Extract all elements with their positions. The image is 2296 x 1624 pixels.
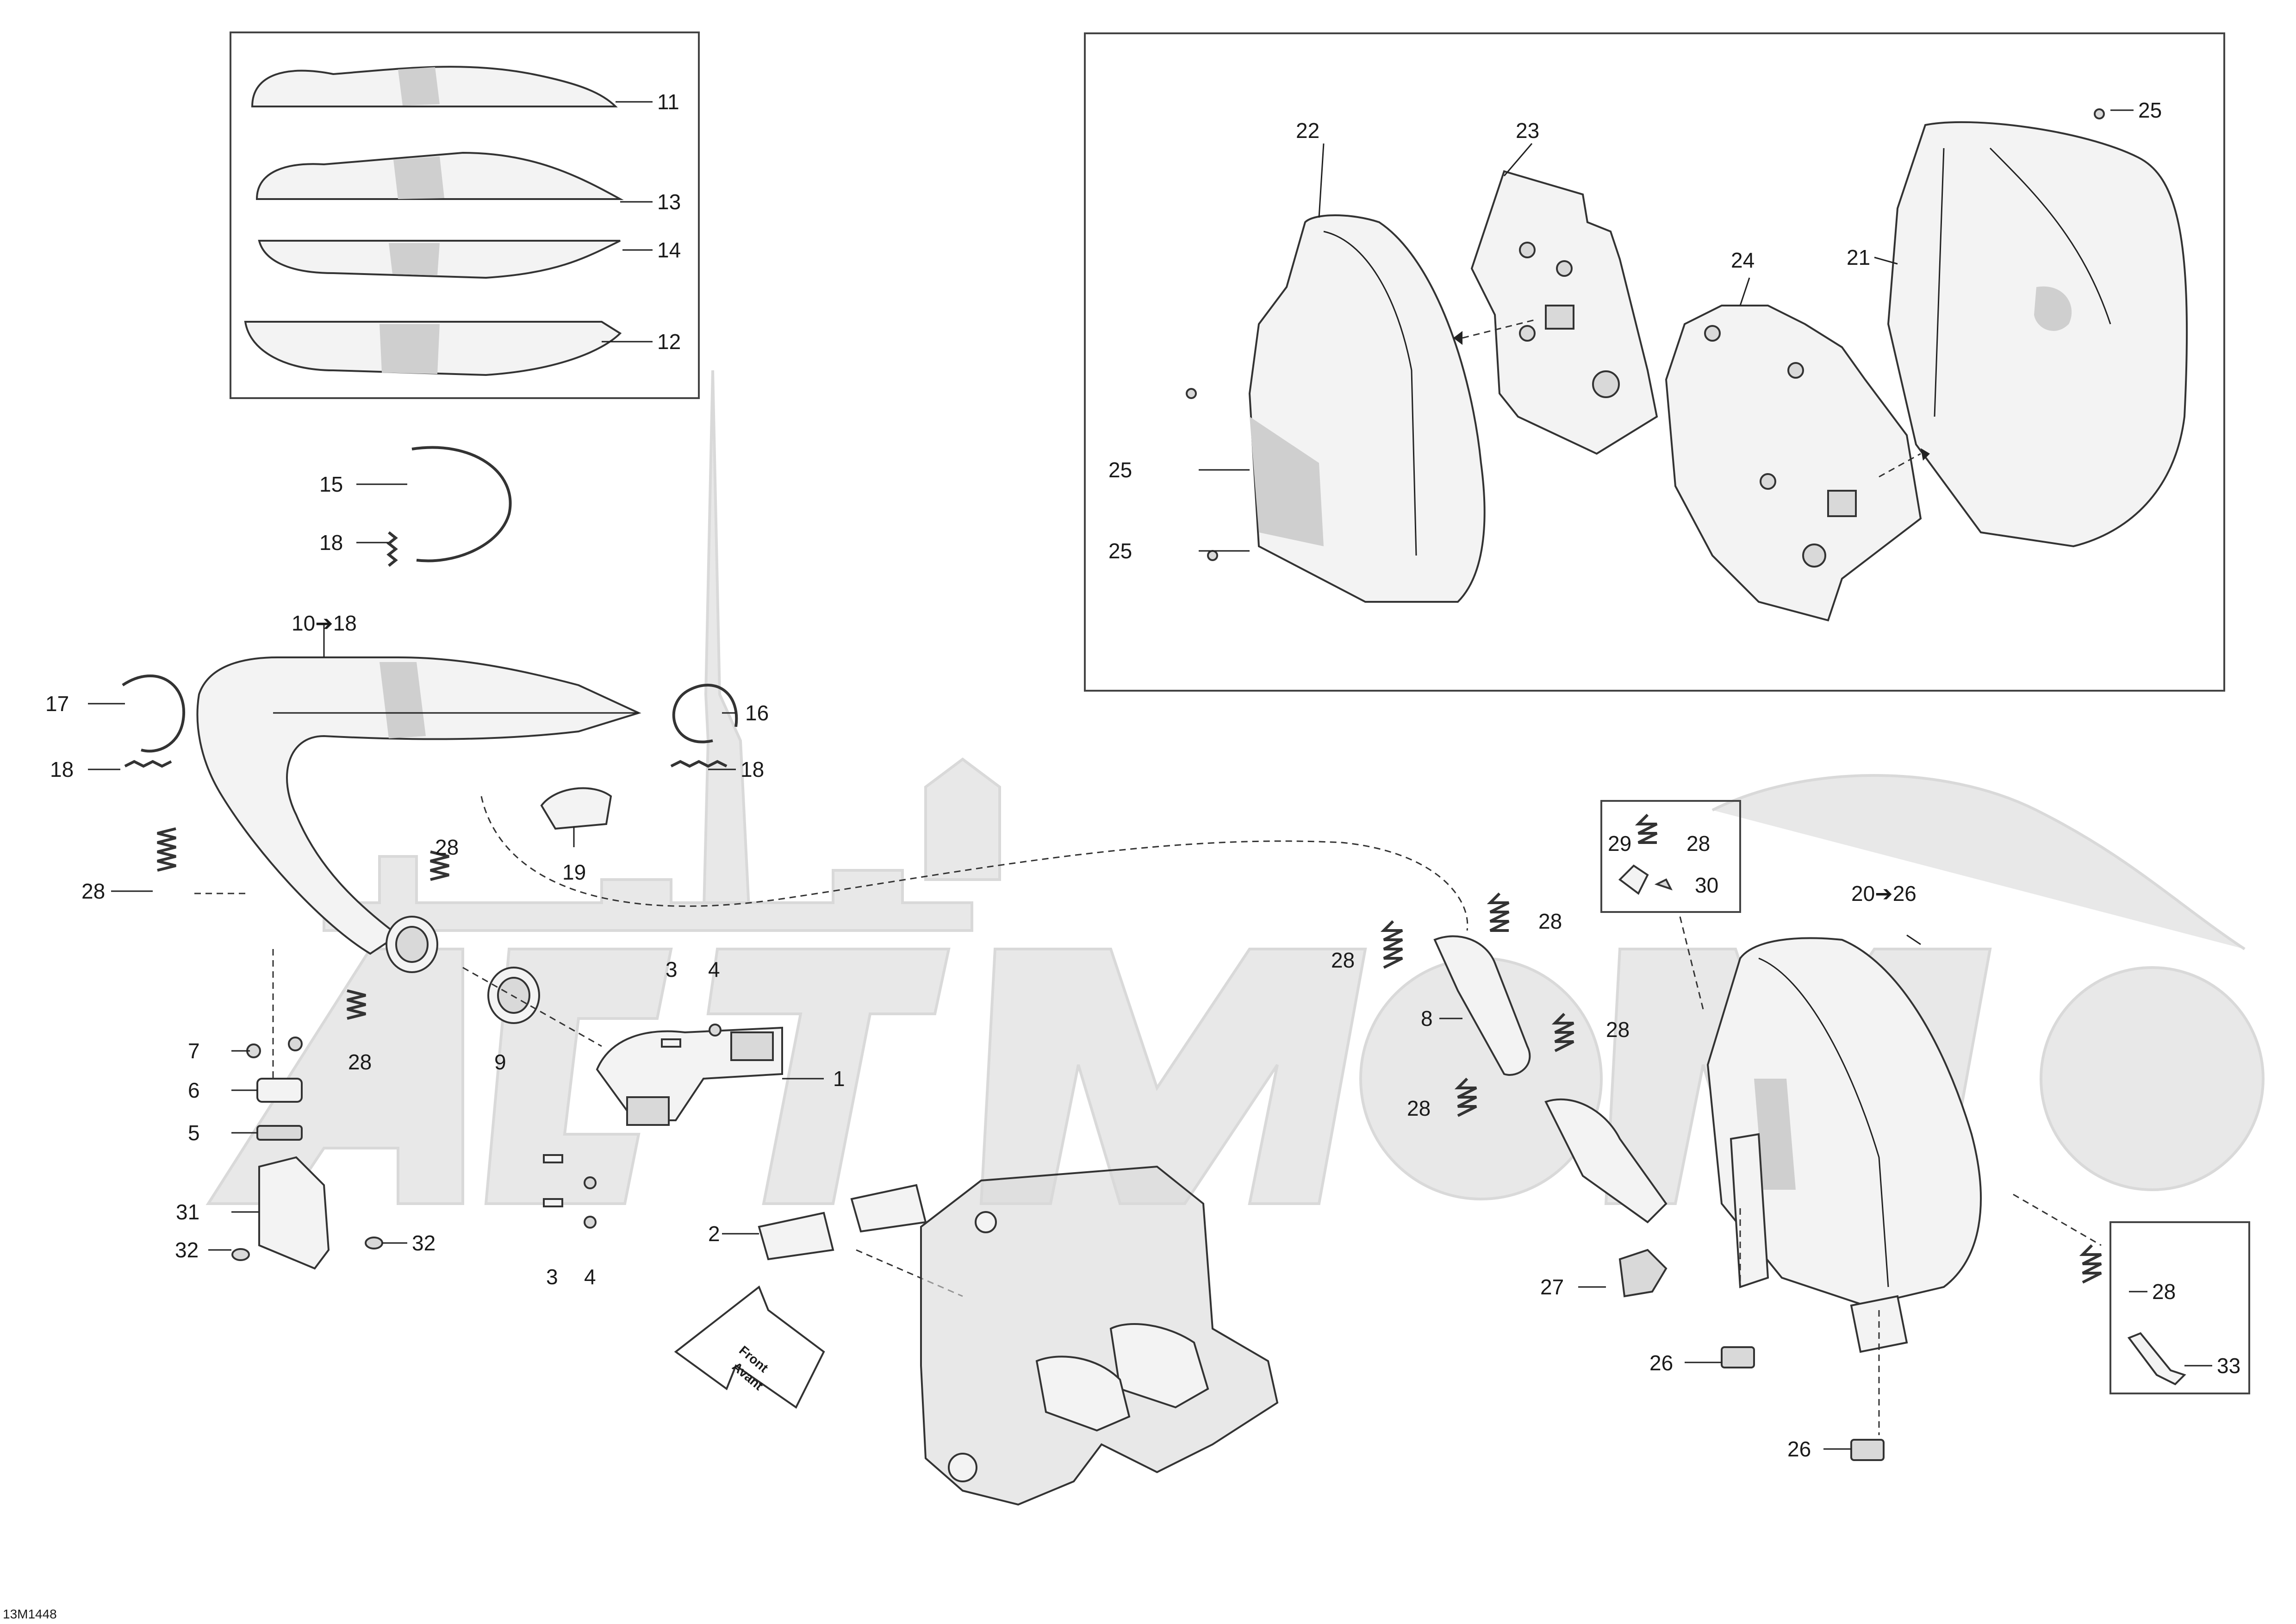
expansion-chamber-10 [196,656,641,955]
callout-28-b: 28 [435,835,459,859]
springs-small-18 [124,531,728,768]
silencer-box [1084,32,2225,692]
callout-17: 17 [45,692,69,716]
callout-7: 7 [188,1039,200,1063]
callout-21: 21 [1847,245,1870,269]
callout-31: 31 [176,1200,199,1224]
insulation-23 [1470,170,1658,455]
heat-shield-12 [244,321,622,376]
callout-22: 22 [1296,119,1319,143]
engine-block [920,1165,1279,1506]
callout-2: 2 [708,1222,720,1246]
clip-29-30 [1618,864,1673,895]
callout-27: 27 [1540,1275,1564,1299]
callout-13: 13 [657,190,681,214]
washers-4 [584,1024,722,1229]
exhaust-manifold-1 [596,1026,783,1126]
callout-28-f: 28 [1331,948,1355,972]
callout-6: 6 [188,1078,200,1102]
callout-19: 19 [562,860,586,884]
bracket-19 [540,787,612,847]
diagram-code: 13M1448 [3,1607,57,1621]
callout-25-mid: 25 [1108,458,1132,482]
routing-line [480,796,1468,931]
mount-hardware [231,1037,383,1270]
callout-1: 1 [833,1067,845,1091]
callout-16: 16 [745,701,769,725]
silencer-assembly-20 [1706,937,1982,1307]
front-arrow: Front Avant [674,1285,825,1409]
callout-32-right: 32 [412,1231,436,1255]
watermark [205,370,2265,1205]
callout-23: 23 [1516,119,1539,143]
callout-25-top: 25 [2138,98,2162,122]
callout-28-c: 28 [348,1050,372,1074]
spring-retainer-box [2109,1221,2250,1394]
callout-29: 29 [1608,831,1631,856]
callout-18-right: 18 [740,757,764,781]
callout-26-b: 26 [1787,1437,1811,1461]
heat-shield-13 [255,151,624,200]
bolts-3 [543,1038,681,1207]
retaining-ring-17 [122,675,185,753]
retaining-ring-15 [411,446,512,562]
spring-clip-box [1600,800,1741,913]
callout-26-a: 26 [1649,1351,1673,1375]
callout-30: 30 [1695,873,1718,897]
callout-28-h: 28 [1407,1096,1431,1120]
callout-5: 5 [188,1121,200,1145]
retaining-ring-16 [672,684,738,743]
callout-28-a: 28 [81,879,105,903]
callout-9: 9 [494,1050,506,1074]
callout-4-top: 4 [708,957,720,981]
spring-retainer-33 [2127,1332,2186,1386]
callout-3-bottom: 3 [546,1265,558,1289]
callout-25-low: 25 [1108,539,1132,563]
callout-28-d: 28 [1686,831,1710,856]
callout-labels: 11 13 14 12 15 18 10➔18 17 16 18 18 19 2… [45,90,2240,1461]
silencer-half-21 [1887,121,2188,548]
callout-28-g: 28 [1606,1018,1630,1042]
callout-12: 12 [657,330,681,354]
springs-28-right [1380,813,2102,1284]
tail-pipe-8 [1433,935,1668,1224]
gaskets-2 [758,1184,927,1261]
leader-lines [88,101,2212,1450]
insulation-24 [1665,305,1922,622]
callout-3-top: 3 [666,957,678,981]
callout-4-bottom: 4 [584,1265,596,1289]
callout-32-left: 32 [175,1238,199,1262]
heat-shield-14 [258,240,621,279]
callout-20: 20➔26 [1851,881,1916,906]
callout-28-i: 28 [2152,1280,2176,1304]
heat-shields-box [230,31,700,399]
callout-15: 15 [319,472,343,496]
callout-10: 10➔18 [292,611,357,635]
grommet-25-low [1207,550,1218,561]
callout-28-e: 28 [1538,909,1562,933]
callout-8: 8 [1421,1006,1433,1031]
gasket-ring-9 [487,967,540,1024]
callout-14: 14 [657,238,681,262]
rubber-mounts-26-27 [1618,1249,1885,1461]
flange-coupler [386,916,438,973]
callout-11: 11 [657,90,679,114]
callout-24: 24 [1731,248,1755,272]
grommet-25-mid [1186,388,1197,399]
callout-33: 33 [2217,1354,2240,1378]
heat-shield-11 [251,66,618,107]
silencer-half-22 [1248,214,1486,603]
springs-28-left [157,827,449,1020]
callout-18-left: 18 [50,757,74,781]
callout-18-top: 18 [319,531,343,555]
grommet-25-top [2094,108,2105,119]
